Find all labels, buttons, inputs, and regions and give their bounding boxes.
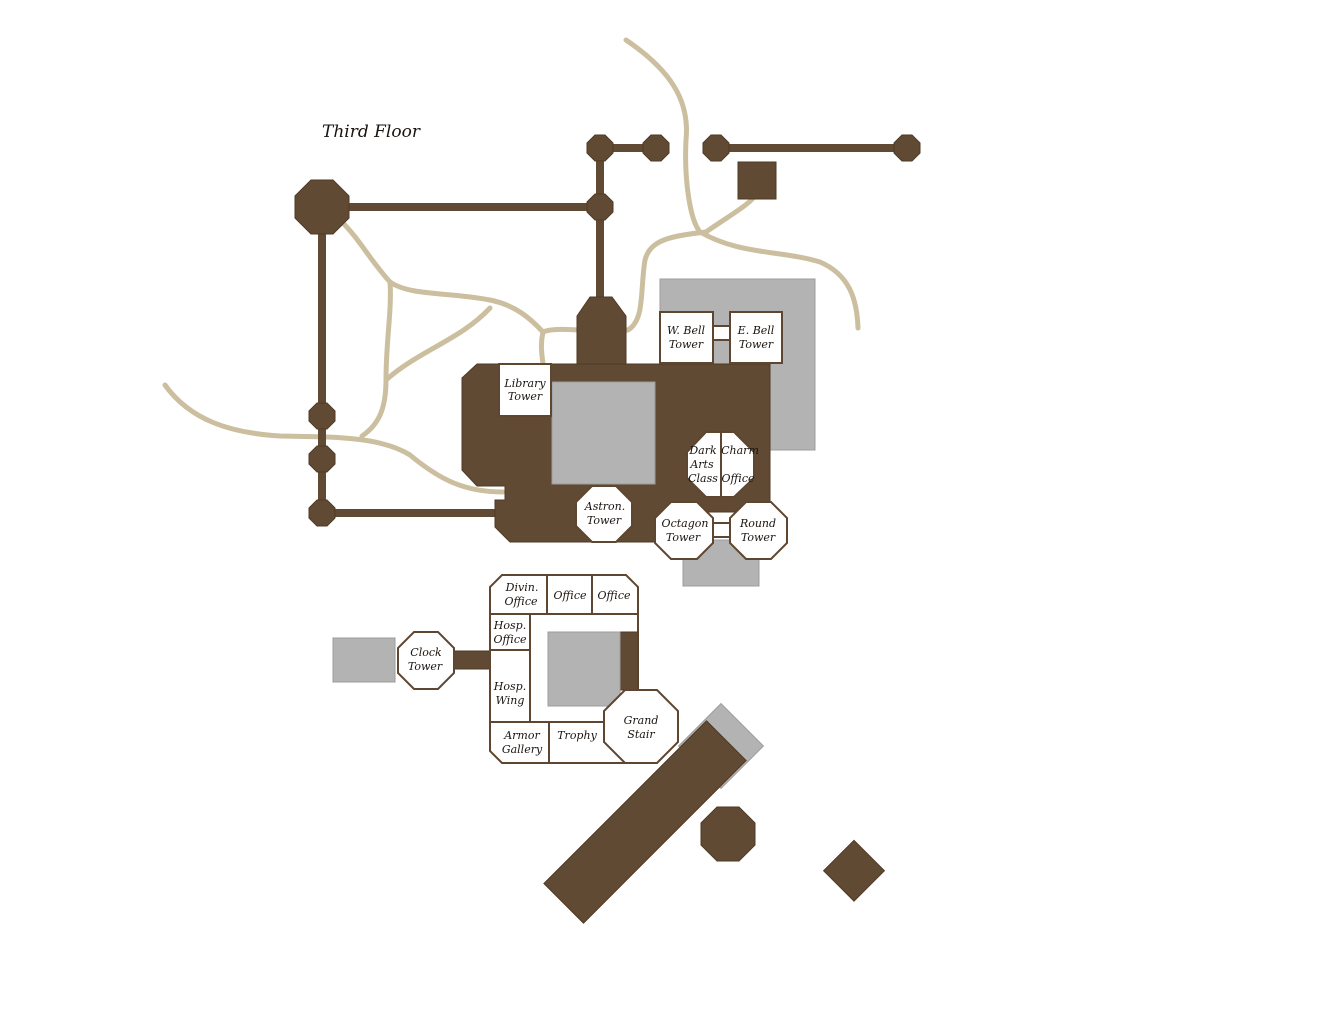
office-1-label[interactable]: Office [554,589,587,602]
wall-tower-nw [294,179,350,235]
tower-bridge [712,522,731,538]
office-2-label[interactable]: Office [598,589,631,602]
outer-walls [294,134,921,527]
courtyard-west [332,637,396,683]
main-courtyard [551,381,656,485]
gatehouse-square [737,161,777,200]
grand-bridge [543,720,747,924]
south-building [489,574,639,764]
clock-connector [453,650,493,670]
south-turret [700,806,756,862]
wall-turrets [308,134,921,527]
divin-office-label[interactable]: Divin.Office [505,581,539,608]
south-diamond [822,839,886,902]
floor-title: Third Floor [322,122,421,142]
north-tower [576,296,627,365]
trophy-label[interactable]: Trophy [557,729,597,742]
bell-bridge [712,325,731,341]
grounds-paths [162,37,861,495]
room-astron-tower[interactable]: Astron.Tower [575,485,633,543]
hosp-wing-label[interactable]: Hosp.Wing [493,680,526,707]
hosp-office-label[interactable]: Hosp.Office [493,619,527,646]
svg-text:Astron.Tower: Astron.Tower [584,500,625,527]
